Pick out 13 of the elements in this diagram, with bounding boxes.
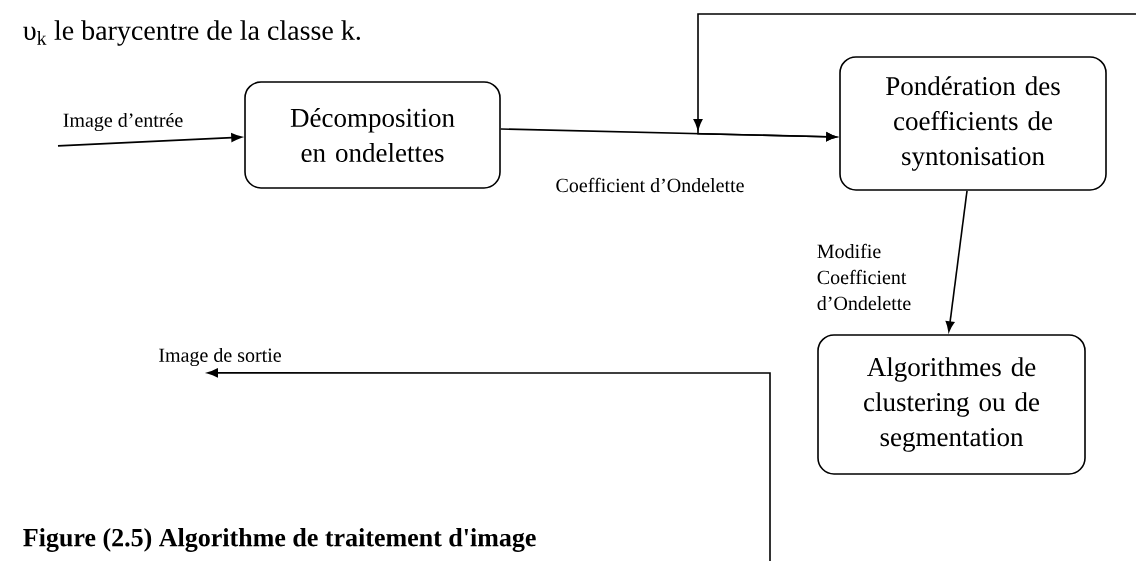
process-box: Pondération des coefficients de syntonisation <box>839 56 1107 191</box>
edge-label: Modifie Coefficient d’Ondelette <box>817 243 911 311</box>
note-text: υ$_{k}$ le barycentre de la classe k. <box>23 20 360 46</box>
process-box: Décomposition en ondelettes <box>244 81 501 189</box>
arrow <box>207 368 771 561</box>
arrow <box>945 190 968 332</box>
edge-label: Coefficient d’Ondelette <box>556 177 744 193</box>
io-label: Image de sortie <box>159 347 281 367</box>
arrow <box>693 13 1136 142</box>
process-box: Algorithmes de clustering ou de segmentation <box>817 334 1086 475</box>
arrow <box>57 133 242 147</box>
io-label: Image d’entrée <box>63 112 183 132</box>
figure-caption: Figure (2.5) Algorithme de traitement d'image <box>23 528 536 552</box>
